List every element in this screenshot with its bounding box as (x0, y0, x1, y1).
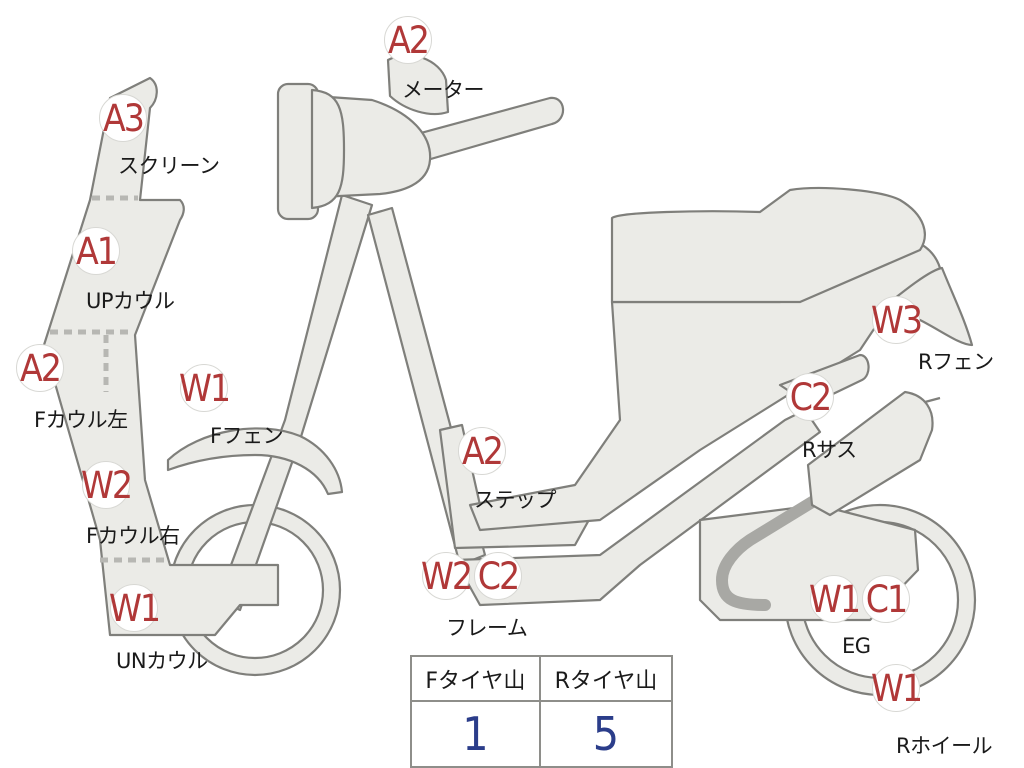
tire-table-value-rear: 5 (538, 700, 674, 768)
part-label-un-cowl: UNカウル (116, 649, 208, 673)
shock-rod-shape (924, 396, 941, 404)
seat-shape (610, 186, 926, 304)
part-label-r-sus: Rサス (802, 438, 857, 462)
headlight-cap-shape (310, 88, 346, 210)
tire-table-header-front: Fタイヤ山 (410, 655, 541, 702)
part-label-up-cowl: UPカウル (86, 289, 175, 313)
part-label-r-fender: Rフェン (918, 350, 994, 374)
code-badge-engine-1: W1 (809, 575, 861, 623)
part-label-meter: メーター (402, 78, 485, 102)
tire-table-header-row: Fタイヤ山 Rタイヤ山 (410, 655, 674, 702)
tire-table-header-rear: Rタイヤ山 (538, 655, 674, 702)
code-badge-r-wheel: W1 (871, 664, 923, 712)
part-label-screen: スクリーン (118, 154, 220, 178)
code-badge-f-cowl-right: W2 (81, 461, 133, 509)
part-label-f-cowl-left: Fカウル左 (34, 408, 128, 432)
tire-tread-table: Fタイヤ山 Rタイヤ山 1 5 (410, 655, 674, 768)
code-badge-meter: A2 (384, 16, 432, 64)
part-label-f-fender: Fフェン (210, 424, 284, 448)
handlebar-shape (393, 96, 565, 167)
code-badge-up-cowl: A1 (72, 227, 120, 275)
front-fender-shape (166, 427, 344, 496)
part-label-r-wheel: Rホイール (896, 734, 993, 758)
code-badge-step: A2 (458, 427, 506, 475)
code-badge-f-cowl-left: A2 (16, 344, 64, 392)
part-label-frame: フレーム (446, 616, 528, 640)
code-badge-r-sus: C2 (786, 373, 834, 421)
code-badge-r-fender: W3 (871, 296, 923, 344)
rear-shock-shape (806, 390, 934, 517)
code-badge-f-fender: W1 (179, 364, 231, 412)
part-label-step: ステップ (474, 488, 557, 512)
code-badge-un-cowl: W1 (109, 584, 161, 632)
code-badge-engine-2: C1 (862, 575, 910, 623)
front-fork-shape (216, 193, 374, 612)
tire-table-value-front: 1 (410, 700, 541, 768)
rear-fender-shape (878, 266, 974, 347)
tire-table-value-row: 1 5 (410, 700, 674, 768)
part-label-engine: EG (842, 634, 871, 658)
code-badge-frame-1: W2 (421, 552, 473, 600)
exhaust-pipe-shape (716, 479, 846, 611)
code-badge-screen: A3 (99, 94, 147, 142)
code-badge-frame-2: C2 (474, 552, 522, 600)
part-label-f-cowl-right: Fカウル右 (86, 524, 180, 548)
